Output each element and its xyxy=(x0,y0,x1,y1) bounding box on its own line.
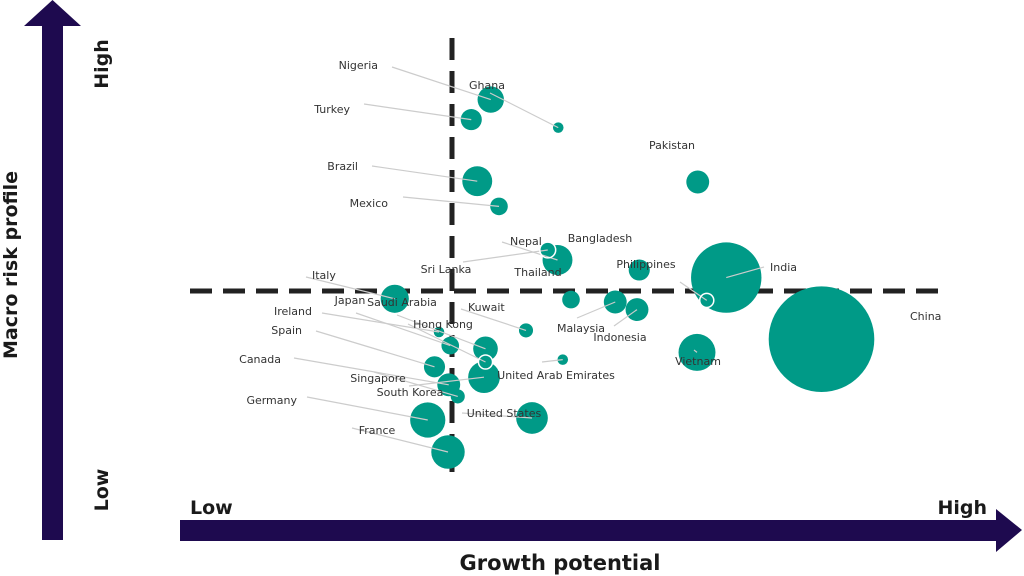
label-nigeria: Nigeria xyxy=(339,59,378,72)
leader-line-vietnam xyxy=(693,349,698,353)
y-high-label: High xyxy=(91,39,113,89)
leader-line-turkey xyxy=(363,103,472,121)
label-india: India xyxy=(770,261,797,274)
label-saudi-arabia: Saudi Arabia xyxy=(367,296,437,309)
leader-line-nigeria xyxy=(391,66,491,101)
label-hong-kong: Hong Kong xyxy=(413,318,473,331)
leader-line-italy xyxy=(305,276,395,300)
label-germany: Germany xyxy=(246,394,297,407)
label-vietnam: Vietnam xyxy=(675,355,721,368)
leader-line-kuwait xyxy=(460,308,527,331)
x-high-label: High xyxy=(937,497,987,519)
leader-line-india xyxy=(726,266,765,279)
label-france: France xyxy=(359,424,396,437)
label-united-states: United States xyxy=(467,407,542,420)
leader-line-spain xyxy=(315,330,435,368)
bubble-thailand xyxy=(562,290,580,309)
leader-line-south-korea xyxy=(408,376,485,387)
label-pakistan: Pakistan xyxy=(649,139,695,152)
label-italy: Italy xyxy=(312,269,336,282)
leader-line-singapore xyxy=(373,371,458,397)
bubble-bangladesh xyxy=(628,259,650,281)
leader-line-sri-lanka xyxy=(462,249,548,263)
label-united-arab-emirates: United Arab Emirates xyxy=(497,369,615,382)
leader-line-brazil xyxy=(371,165,478,182)
leader-line-japan xyxy=(355,312,451,347)
leader-line-nepal xyxy=(501,241,558,261)
label-canada: Canada xyxy=(239,353,281,366)
leader-lines-layer xyxy=(293,66,765,453)
bubble-china xyxy=(768,286,875,393)
leader-line-malaysia xyxy=(576,301,616,319)
leader-line-mexico xyxy=(402,196,500,207)
bubble-ring-sri-lanka xyxy=(539,241,557,259)
leader-line-hong-kong xyxy=(407,323,486,363)
label-spain: Spain xyxy=(271,324,302,337)
label-thailand: Thailand xyxy=(513,266,561,279)
bubble-ring-philippines xyxy=(698,292,715,309)
leader-line-canada xyxy=(293,357,449,386)
label-kuwait: Kuwait xyxy=(468,301,505,314)
bubble-turkey xyxy=(460,109,482,131)
label-mexico: Mexico xyxy=(350,197,389,210)
x-low-label: Low xyxy=(190,497,233,519)
bubble-pakistan xyxy=(686,170,710,194)
y-axis-arrow xyxy=(24,0,81,540)
bubble-nigeria xyxy=(477,86,504,113)
leader-line-saudi-arabia xyxy=(396,314,486,350)
leader-line-germany xyxy=(306,396,428,421)
label-sri-lanka: Sri Lanka xyxy=(421,263,472,276)
x-axis-title: Growth potential xyxy=(459,551,660,575)
leader-line-philippines xyxy=(679,281,708,301)
label-ireland: Ireland xyxy=(274,305,312,318)
label-south-korea: South Korea xyxy=(377,386,444,399)
label-philippines: Philippines xyxy=(616,258,676,271)
leader-line-indonesia xyxy=(613,309,638,327)
label-malaysia: Malaysia xyxy=(557,322,605,335)
label-brazil: Brazil xyxy=(327,160,358,173)
x-axis-arrow xyxy=(180,509,1022,552)
label-singapore: Singapore xyxy=(350,372,406,385)
label-bangladesh: Bangladesh xyxy=(568,232,633,245)
leader-line-united-states xyxy=(461,412,533,419)
label-ghana: Ghana xyxy=(469,79,505,92)
bubble-japan xyxy=(441,336,460,355)
bubbles-layer xyxy=(380,86,875,469)
leader-line-france xyxy=(351,427,449,453)
bubble-ghana xyxy=(552,122,564,133)
label-china: China xyxy=(910,310,941,323)
label-turkey: Turkey xyxy=(313,103,350,116)
label-nepal: Nepal xyxy=(510,235,542,248)
leader-line-united-arab-emirates xyxy=(541,359,563,363)
label-indonesia: Indonesia xyxy=(593,331,646,344)
leader-line-ireland xyxy=(321,312,440,333)
bubble-ring-hong-kong xyxy=(477,354,494,370)
leader-line-ghana xyxy=(489,92,559,129)
label-japan: Japan xyxy=(334,294,366,307)
y-axis-title: Macro risk profile xyxy=(0,171,22,359)
y-low-label: Low xyxy=(91,469,113,512)
